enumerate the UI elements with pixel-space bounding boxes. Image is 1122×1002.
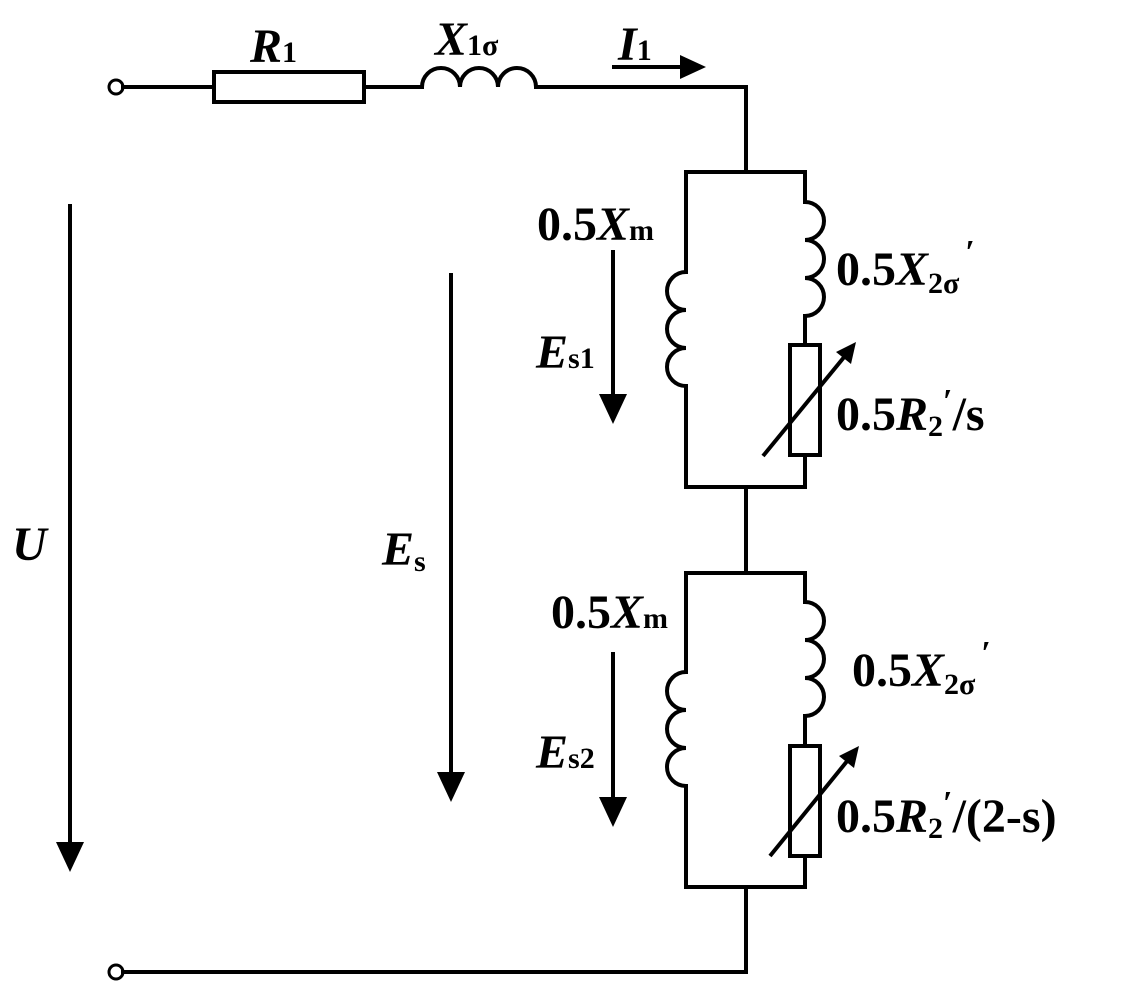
label-upper-xm: 0.5Xm (537, 198, 654, 251)
label-u: U (12, 518, 49, 571)
upper-variable-arrow (761, 354, 847, 458)
label-i1: I1 (617, 18, 652, 71)
upper-parallel-block (665, 170, 856, 489)
label-lower-es2: Es2 (535, 726, 595, 779)
lower-parallel-block (665, 571, 859, 889)
label-lower-xm: 0.5Xm (551, 586, 668, 639)
lower-leakage-inductor (804, 600, 826, 718)
label-lower-r2: 0.5R2′/(2-s) (836, 785, 1057, 845)
lower-variable-arrow (768, 758, 850, 858)
input-terminal-top (107, 78, 125, 96)
label-lower-x2-sigma: 0.5X2σ′ (852, 635, 991, 701)
label-x1-sigma: X1σ (433, 13, 499, 66)
input-terminal-bottom (107, 963, 125, 981)
lower-magnetizing-inductor (665, 670, 687, 788)
resistor-r1 (212, 70, 366, 104)
upper-leakage-inductor (804, 200, 826, 318)
label-r1: R1 (249, 20, 297, 73)
label-es: Es (381, 523, 426, 578)
upper-magnetizing-inductor (665, 270, 687, 388)
label-upper-r2: 0.5R2′/s (836, 383, 985, 443)
inductor-x1-sigma (420, 66, 538, 88)
upper-variable-resistor (788, 343, 822, 457)
label-upper-x2-sigma: 0.5X2σ′ (836, 234, 975, 300)
label-upper-es1: Es1 (535, 326, 595, 379)
